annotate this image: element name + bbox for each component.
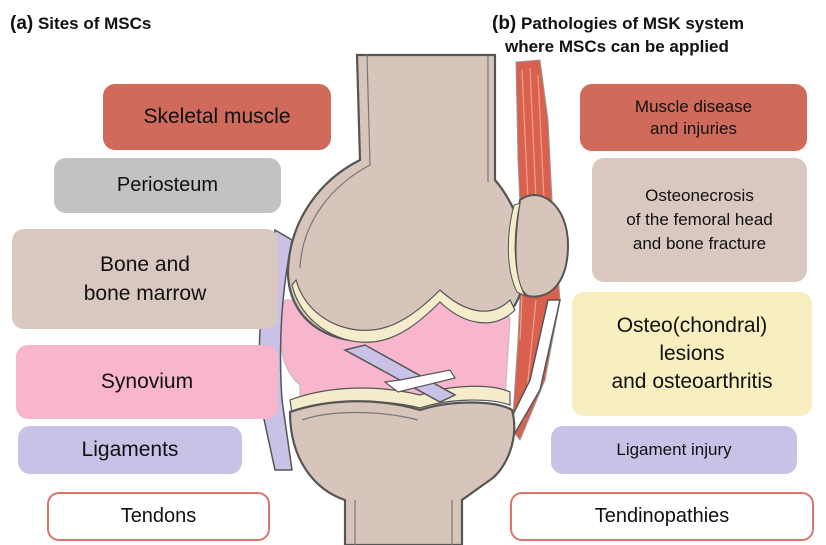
site-bone-marrow: Bone and bone marrow <box>12 229 278 329</box>
pathology-tendinopathies-label: Tendinopathies <box>595 505 730 528</box>
pathology-osteoarthritis-label: Osteo(chondral) lesions and osteoarthrit… <box>611 312 772 396</box>
pathology-ligament-injury-label: Ligament injury <box>616 440 731 460</box>
pathology-muscle-disease: Muscle disease and injuries <box>580 84 807 151</box>
site-skeletal-muscle: Skeletal muscle <box>103 84 331 150</box>
pathology-osteonecrosis: Osteonecrosis of the femoral head and bo… <box>592 158 807 282</box>
site-synovium-label: Synovium <box>101 370 193 394</box>
site-ligaments: Ligaments <box>18 426 242 474</box>
site-synovium: Synovium <box>16 345 278 419</box>
tibia <box>290 401 514 545</box>
site-periosteum: Periosteum <box>54 158 281 213</box>
pathology-osteoarthritis: Osteo(chondral) lesions and osteoarthrit… <box>572 292 812 416</box>
pathology-tendinopathies: Tendinopathies <box>510 492 814 541</box>
site-ligaments-label: Ligaments <box>82 438 179 462</box>
site-skeletal-muscle-label: Skeletal muscle <box>143 105 290 129</box>
site-tendons-label: Tendons <box>121 505 197 528</box>
site-tendons: Tendons <box>47 492 270 541</box>
site-periosteum-label: Periosteum <box>117 174 218 197</box>
pathology-muscle-disease-label: Muscle disease and injuries <box>635 96 752 140</box>
patella <box>516 195 568 297</box>
pathology-osteonecrosis-label: Osteonecrosis of the femoral head and bo… <box>626 184 772 256</box>
site-bone-marrow-label: Bone and bone marrow <box>84 250 207 308</box>
pathology-ligament-injury: Ligament injury <box>551 426 797 474</box>
